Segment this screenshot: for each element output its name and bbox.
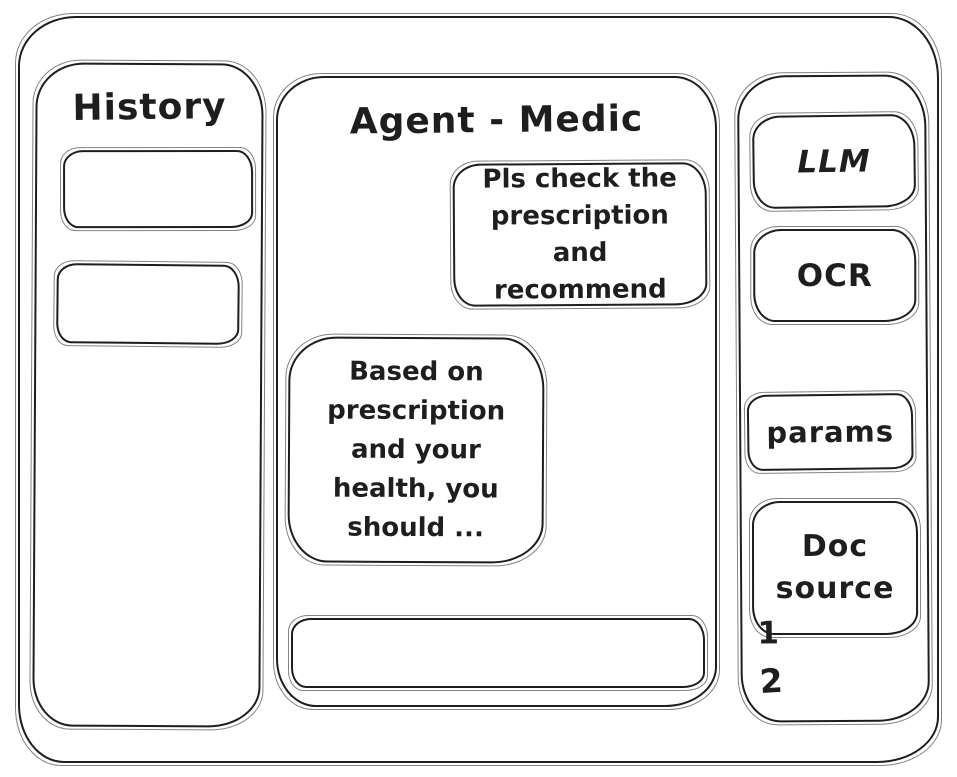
ocr-button[interactable]: OCR xyxy=(753,228,917,323)
message-input-container xyxy=(288,615,708,691)
history-item[interactable] xyxy=(63,149,254,229)
assistant-message-bubble: Based on prescription and your health, y… xyxy=(287,336,545,564)
message-input[interactable] xyxy=(293,620,703,686)
doc-source-item-2[interactable]: 2 xyxy=(758,660,784,702)
doc-source-item-1[interactable]: 1 xyxy=(757,615,780,652)
tools-panel: LLM OCR params Doc source 1 2 xyxy=(737,74,930,723)
history-item[interactable] xyxy=(56,263,240,345)
chat-panel: Agent - Medic Pls check the prescription… xyxy=(273,73,720,710)
user-message-bubble: Pls check the prescription and recommend xyxy=(452,162,708,307)
params-button[interactable]: params xyxy=(746,393,914,472)
history-panel: History xyxy=(32,62,264,728)
history-title: History xyxy=(72,86,227,129)
llm-button[interactable]: LLM xyxy=(751,113,917,209)
chat-title: Agent - Medic xyxy=(349,98,644,143)
